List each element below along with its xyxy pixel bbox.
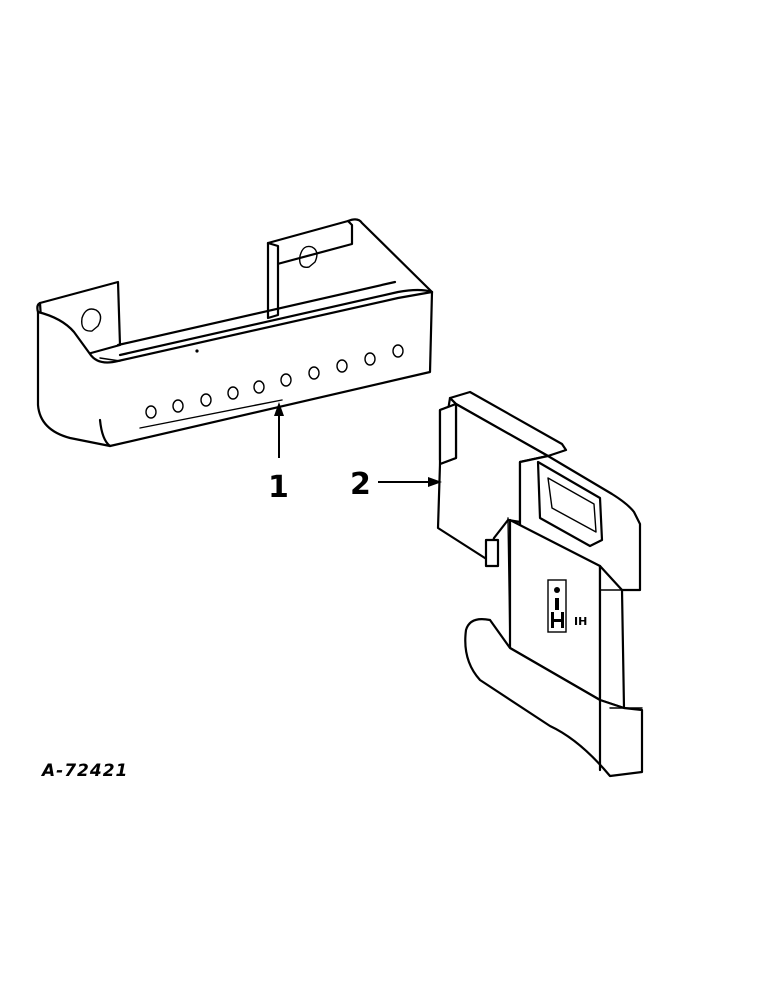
weight-bracket-icon <box>36 218 434 448</box>
figure-id: A-72421 <box>40 761 128 781</box>
bracket-hole <box>227 386 239 400</box>
emblem-text: IH <box>574 615 587 628</box>
callout-1: 1 <box>268 470 289 505</box>
bracket-hole <box>392 344 404 358</box>
bracket-hole-row <box>145 344 404 419</box>
ih-emblem-icon: IH <box>547 579 587 633</box>
bracket-hole <box>364 352 376 366</box>
bracket-hole <box>200 393 212 407</box>
leader-arrow-1 <box>274 402 284 458</box>
bracket-hole <box>280 373 292 387</box>
leader-arrow-2 <box>378 477 442 487</box>
bracket-hole <box>253 380 265 394</box>
bracket-hole <box>308 366 320 380</box>
bracket-hole <box>336 359 348 373</box>
suitcase-weight-icon: IH <box>436 390 644 778</box>
bracket-hole <box>145 405 157 419</box>
callout-2: 2 <box>350 467 371 502</box>
bracket-hole <box>172 399 184 413</box>
